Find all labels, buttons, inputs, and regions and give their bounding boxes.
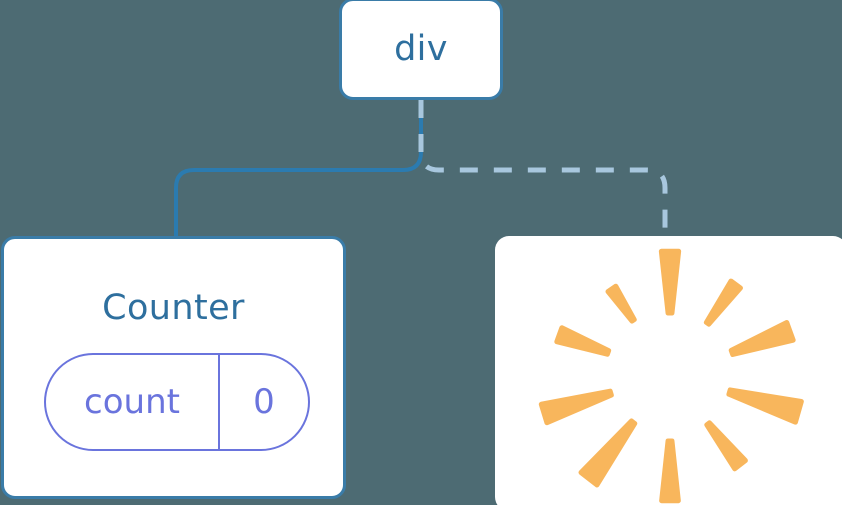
burst-ray-1 (703, 278, 743, 327)
burst-ray-6 (578, 418, 638, 488)
burst-ray-5 (659, 438, 681, 504)
burst-ray-8 (554, 325, 612, 357)
node-div-label: div (394, 28, 448, 69)
node-counter-label: Counter (102, 288, 245, 328)
burst-ray-2 (728, 320, 796, 357)
sparkle-burst-icon (538, 248, 804, 504)
prop-value: 0 (253, 382, 275, 422)
node-counter[interactable]: Counter count 0 (1, 236, 346, 499)
burst-ray-4 (704, 420, 748, 472)
prop-pill-count[interactable]: count 0 (44, 353, 310, 451)
burst-ray-7 (538, 388, 614, 426)
burst-ray-0 (658, 248, 682, 316)
burst-ray-3 (726, 387, 804, 425)
edge-div-to-counter (174, 98, 423, 240)
prop-key: count (46, 355, 220, 449)
burst-ray-9 (605, 283, 637, 324)
node-highlight[interactable] (495, 236, 842, 505)
node-counter-title-row: Counter (4, 291, 343, 326)
edge-div-to-highlight (418, 100, 668, 238)
node-div[interactable]: div (339, 0, 503, 100)
